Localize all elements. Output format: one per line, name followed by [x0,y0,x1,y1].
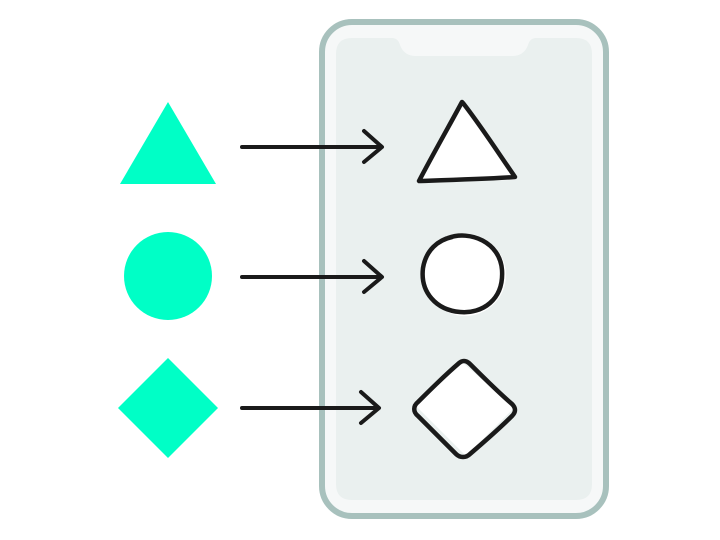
right-arrow-icon [240,390,381,425]
mapping-row-triangle [120,99,518,184]
hand-drawn-triangle-icon [416,99,518,184]
hand-drawn-circle-icon [420,233,506,316]
hand-drawn-diamond-icon [412,358,518,460]
filled-triangle-icon [120,102,216,184]
filled-diamond-icon [118,358,218,458]
right-arrow-icon [240,259,384,294]
mapping-row-diamond [118,358,518,460]
right-arrow-icon [240,129,384,164]
mapping-row-circle [124,232,506,320]
filled-circle-icon [124,232,212,320]
